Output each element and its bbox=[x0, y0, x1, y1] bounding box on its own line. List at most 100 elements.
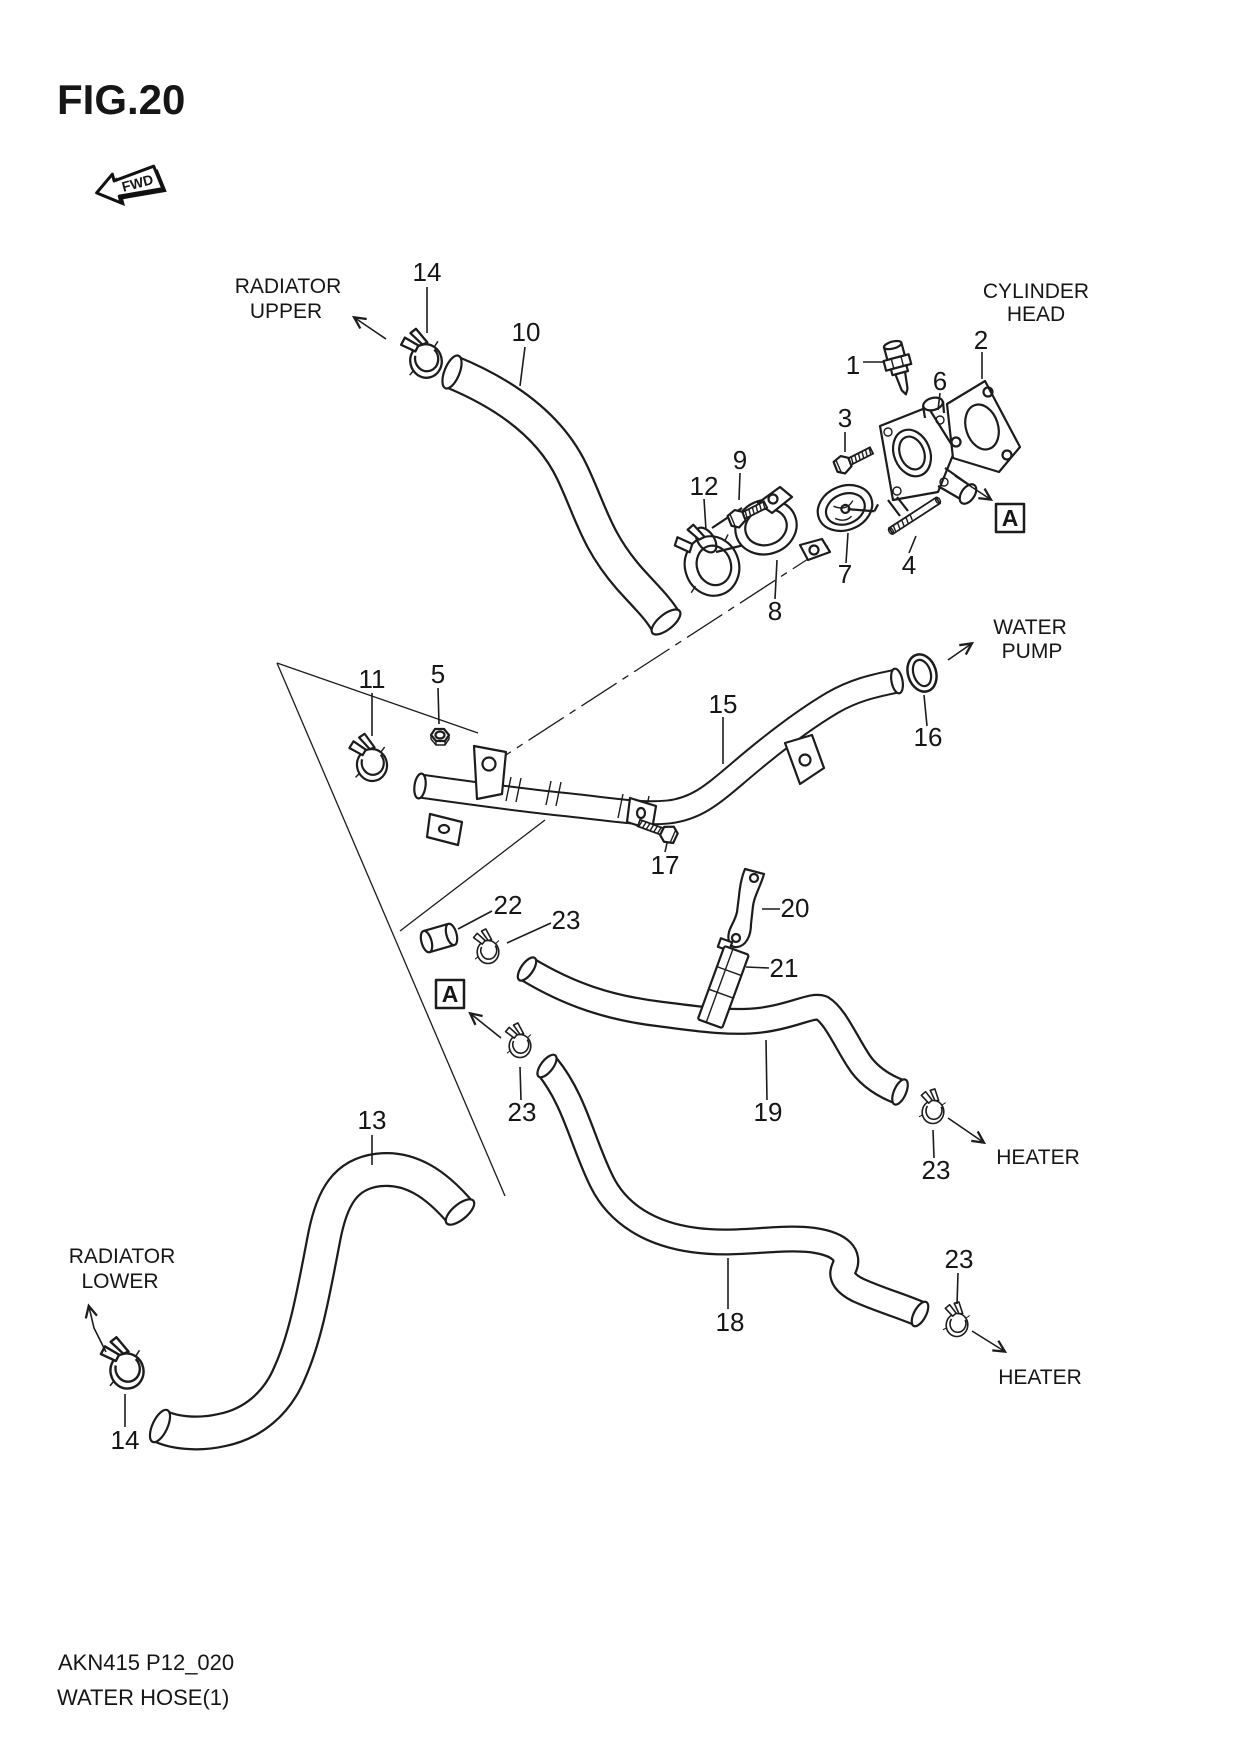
callout-8: 8 bbox=[768, 559, 782, 626]
part-hose-radiator-upper-10 bbox=[441, 354, 682, 636]
fwd-direction-icon: FWD bbox=[95, 164, 167, 206]
callout-17: 17 bbox=[651, 842, 680, 880]
callout-3-number: 3 bbox=[838, 403, 852, 433]
part-oring-16 bbox=[906, 653, 938, 693]
part-gasket-2 bbox=[945, 379, 1022, 474]
water-pump-line1: WATER bbox=[993, 616, 1067, 639]
cylinder-head-line1: CYLINDER bbox=[983, 280, 1089, 303]
callout-14-upper: 14 bbox=[413, 257, 442, 333]
part-sleeve-22 bbox=[419, 922, 459, 954]
label-radiator-upper: RADIATOR UPPER bbox=[235, 275, 387, 340]
heater-bottom-text: HEATER bbox=[998, 1366, 1082, 1389]
callout-23-a-number: 23 bbox=[552, 905, 581, 935]
callout-15-number: 15 bbox=[709, 689, 738, 719]
callout-16: 16 bbox=[914, 694, 943, 752]
radiator-lower-line2: LOWER bbox=[81, 1270, 158, 1293]
part-water-pipe-15 bbox=[413, 667, 905, 847]
callout-20: 20 bbox=[762, 893, 809, 923]
label-heater-bottom: HEATER bbox=[971, 1330, 1082, 1389]
callout-2: 2 bbox=[974, 325, 988, 379]
callout-12: 12 bbox=[690, 471, 719, 531]
callout-5: 5 bbox=[431, 659, 445, 725]
callout-9: 9 bbox=[733, 445, 747, 501]
heater-bottom-arrow bbox=[971, 1330, 1004, 1351]
part-clamp-23-a bbox=[472, 928, 501, 966]
callout-21-number: 21 bbox=[770, 953, 799, 983]
callout-18-number: 18 bbox=[716, 1307, 745, 1337]
part-clamp-11 bbox=[346, 729, 392, 786]
radiator-lower-line1: RADIATOR bbox=[69, 1245, 176, 1268]
callout-19-number: 19 bbox=[754, 1097, 783, 1127]
fwd-label: FWD bbox=[120, 171, 155, 195]
callout-11-number: 11 bbox=[359, 664, 386, 694]
part-thermostat-7 bbox=[816, 483, 880, 533]
callout-5-number: 5 bbox=[431, 659, 445, 689]
part-clamp-12 bbox=[673, 523, 741, 597]
callout-12-number: 12 bbox=[690, 471, 719, 501]
section-a-marker-2: A bbox=[434, 978, 502, 1039]
callout-23-c-number: 23 bbox=[922, 1155, 951, 1185]
callout-14-lower: 14 bbox=[111, 1394, 140, 1455]
part-clamp-23-b bbox=[504, 1022, 533, 1060]
callout-19: 19 bbox=[754, 1039, 783, 1127]
callout-20-number: 20 bbox=[781, 893, 810, 923]
label-water-pump: WATER PUMP bbox=[947, 616, 1067, 663]
label-heater-right: HEATER bbox=[947, 1117, 1080, 1169]
callout-6-number: 6 bbox=[933, 366, 947, 396]
footer-code: AKN415 P12_020 bbox=[58, 1650, 234, 1675]
callout-7: 7 bbox=[838, 532, 852, 589]
radiator-lower-arrow bbox=[89, 1307, 107, 1353]
part-clamp-23-c bbox=[915, 1086, 950, 1127]
water-pump-line2: PUMP bbox=[1002, 640, 1063, 663]
part-clamp-14-upper bbox=[397, 323, 448, 384]
part-bolt-3 bbox=[830, 441, 877, 478]
callout-23-a: 23 bbox=[506, 905, 581, 944]
callout-13: 13 bbox=[358, 1105, 387, 1165]
callout-23-c: 23 bbox=[922, 1129, 951, 1185]
part-nut-5 bbox=[429, 727, 451, 746]
part-temp-sensor-1 bbox=[882, 339, 913, 396]
part-stud-4 bbox=[887, 496, 942, 536]
heater-right-arrow bbox=[947, 1117, 983, 1142]
figure-title: FIG.20 bbox=[57, 76, 185, 123]
projection-lines bbox=[276, 545, 829, 1197]
callout-23-d-number: 23 bbox=[945, 1244, 974, 1274]
callout-14-lower-number: 14 bbox=[111, 1425, 140, 1455]
callout-4-number: 4 bbox=[902, 550, 916, 580]
callout-10-number: 10 bbox=[512, 317, 541, 347]
callout-17-number: 17 bbox=[651, 850, 680, 880]
label-cylinder-head: CYLINDER HEAD bbox=[983, 280, 1089, 326]
part-heater-hose-18 bbox=[536, 1053, 930, 1328]
part-clamp-14-lower bbox=[96, 1331, 150, 1396]
callout-21: 21 bbox=[745, 953, 799, 983]
callout-22-number: 22 bbox=[494, 890, 523, 920]
callout-2-number: 2 bbox=[974, 325, 988, 355]
callout-16-number: 16 bbox=[914, 722, 943, 752]
callout-8-number: 8 bbox=[768, 596, 782, 626]
radiator-upper-line2: UPPER bbox=[250, 300, 322, 323]
callout-14-upper-number: 14 bbox=[413, 257, 442, 287]
callout-18: 18 bbox=[716, 1258, 745, 1337]
radiator-upper-line1: RADIATOR bbox=[235, 275, 342, 298]
section-a-letter-1: A bbox=[1002, 505, 1019, 531]
section-a-marker-1: A bbox=[954, 475, 1026, 534]
callout-11: 11 bbox=[359, 664, 386, 736]
section-a-letter-2: A bbox=[442, 981, 459, 1007]
water-pump-arrow bbox=[947, 644, 971, 661]
callout-7-number: 7 bbox=[838, 559, 852, 589]
callout-22: 22 bbox=[457, 890, 523, 930]
callout-4: 4 bbox=[902, 535, 917, 580]
callout-23-b-number: 23 bbox=[508, 1097, 537, 1127]
callout-3: 3 bbox=[838, 403, 852, 452]
cylinder-head-line2: HEAD bbox=[1007, 303, 1065, 326]
callout-13-number: 13 bbox=[358, 1105, 387, 1135]
part-clamp-23-d bbox=[939, 1299, 974, 1340]
callout-1-number: 1 bbox=[846, 350, 860, 380]
footer-title: WATER HOSE(1) bbox=[57, 1685, 229, 1710]
part-bracket-20 bbox=[727, 867, 766, 949]
heater-right-text: HEATER bbox=[996, 1146, 1080, 1169]
radiator-upper-arrow bbox=[355, 318, 387, 340]
callout-6: 6 bbox=[933, 366, 947, 411]
